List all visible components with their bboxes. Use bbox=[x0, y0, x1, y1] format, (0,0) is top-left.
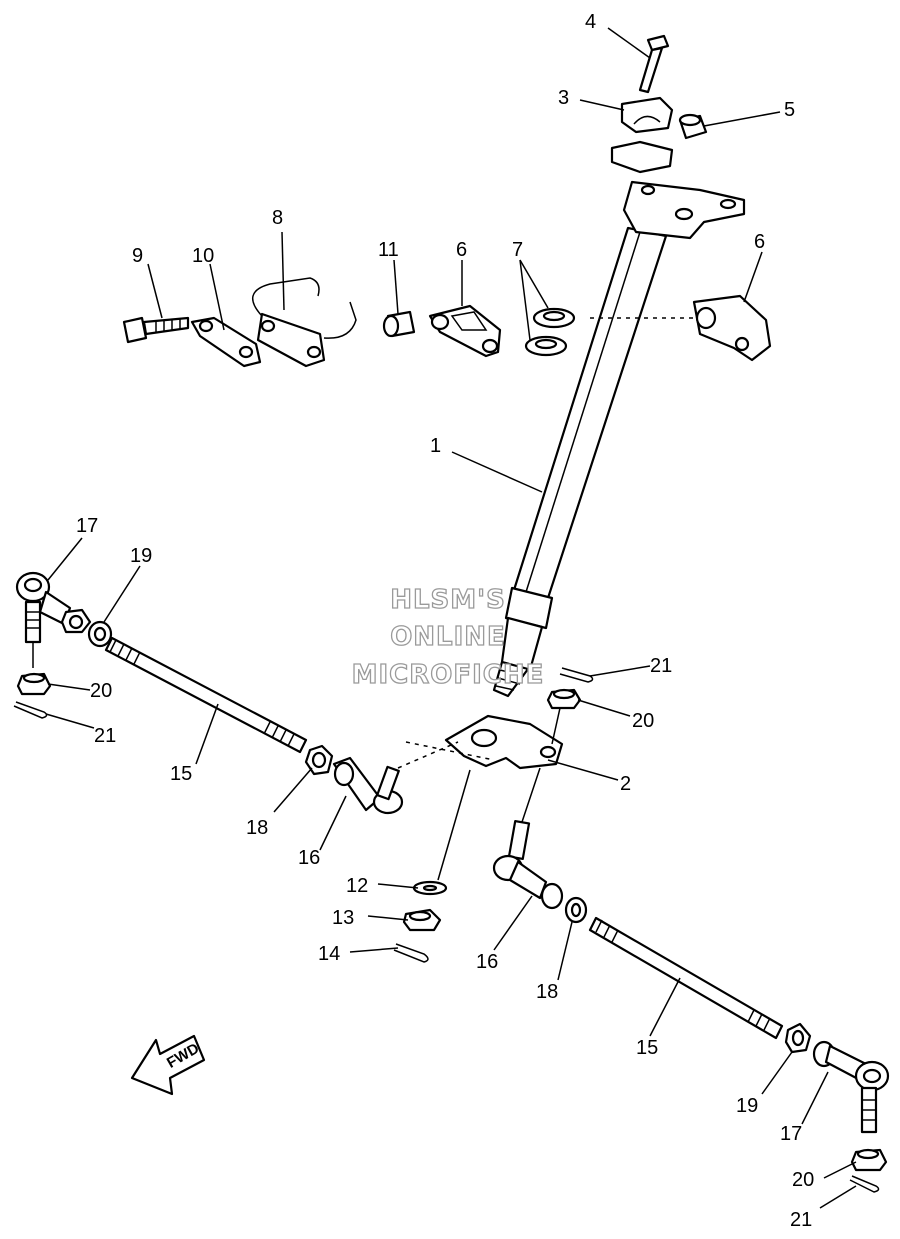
washer-7-upper bbox=[532, 307, 576, 329]
right-cotter-pin bbox=[849, 1175, 880, 1193]
guide-line bbox=[551, 707, 561, 745]
washer-7-lower bbox=[524, 335, 568, 357]
upper-shaft-bracket bbox=[610, 140, 746, 240]
callout-12: 12 bbox=[346, 875, 368, 897]
watermark: HLSM'S ONLINE MICROFICHE bbox=[351, 584, 545, 690]
cable-guide-8 bbox=[252, 277, 357, 368]
washer-12 bbox=[412, 880, 448, 896]
clamp-3 bbox=[620, 96, 674, 134]
callout-16: 16 bbox=[476, 951, 498, 973]
callout-5: 5 bbox=[784, 99, 795, 121]
callout-19: 19 bbox=[736, 1095, 758, 1117]
callout-4: 4 bbox=[585, 11, 596, 33]
center-cotter-pin bbox=[559, 667, 594, 683]
callout-20: 20 bbox=[90, 680, 112, 702]
callout-18: 18 bbox=[246, 817, 268, 839]
callout-14: 14 bbox=[318, 943, 340, 965]
callout-18: 18 bbox=[536, 981, 558, 1003]
callout-20: 20 bbox=[632, 710, 654, 732]
callout-20: 20 bbox=[792, 1169, 814, 1191]
callout-3: 3 bbox=[558, 87, 569, 109]
callout-9: 9 bbox=[132, 245, 143, 267]
watermark-line-1: HLSM'S bbox=[390, 585, 506, 615]
callout-17: 17 bbox=[76, 515, 98, 537]
watermark-line-2: ONLINE bbox=[390, 622, 506, 652]
callout-13: 13 bbox=[332, 907, 354, 929]
callout-16: 16 bbox=[298, 847, 320, 869]
callout-21: 21 bbox=[790, 1209, 812, 1231]
pitman-arm bbox=[444, 714, 564, 770]
callout-2: 2 bbox=[620, 773, 631, 795]
right-tie-rod-assembly bbox=[492, 819, 890, 1134]
holder-6-left bbox=[428, 304, 502, 358]
callout-11: 11 bbox=[378, 239, 399, 261]
holder-6-right bbox=[692, 294, 772, 362]
guide-line bbox=[521, 767, 541, 823]
callout-15: 15 bbox=[636, 1037, 658, 1059]
callout-21: 21 bbox=[94, 725, 116, 747]
nut-13 bbox=[402, 908, 442, 932]
callout-6: 6 bbox=[754, 231, 765, 253]
right-castle-nut bbox=[850, 1148, 888, 1172]
left-tie-rod-assembly bbox=[15, 571, 459, 815]
guide-line bbox=[437, 769, 471, 881]
bolt-4 bbox=[638, 34, 670, 94]
center-castle-nut bbox=[546, 688, 582, 710]
left-castle-nut bbox=[16, 672, 52, 696]
callout-7: 7 bbox=[512, 239, 523, 261]
callout-15: 15 bbox=[170, 763, 192, 785]
callout-8: 8 bbox=[272, 207, 283, 229]
leader-lines bbox=[45, 27, 857, 1209]
guide-line bbox=[405, 741, 495, 761]
cotter-pin-14 bbox=[393, 943, 429, 963]
callout-19: 19 bbox=[130, 545, 152, 567]
bolt-9 bbox=[122, 316, 190, 344]
callout-6: 6 bbox=[456, 239, 467, 261]
watermark-line-3: MICROFICHE bbox=[352, 660, 545, 690]
lock-plate-10 bbox=[190, 316, 262, 368]
collar-11 bbox=[382, 310, 416, 338]
callout-17: 17 bbox=[780, 1123, 802, 1145]
callout-1: 1 bbox=[430, 435, 441, 457]
steering-shaft bbox=[492, 226, 668, 698]
callout-21: 21 bbox=[650, 655, 672, 677]
left-cotter-pin bbox=[13, 701, 48, 719]
bushing-5 bbox=[678, 113, 708, 140]
callout-labels: 4 3 5 8 6 9 10 11 6 7 1 17 19 21 20 20 2… bbox=[76, 11, 814, 1231]
callout-10: 10 bbox=[192, 245, 214, 267]
forward-arrow: FWD bbox=[130, 1034, 206, 1096]
